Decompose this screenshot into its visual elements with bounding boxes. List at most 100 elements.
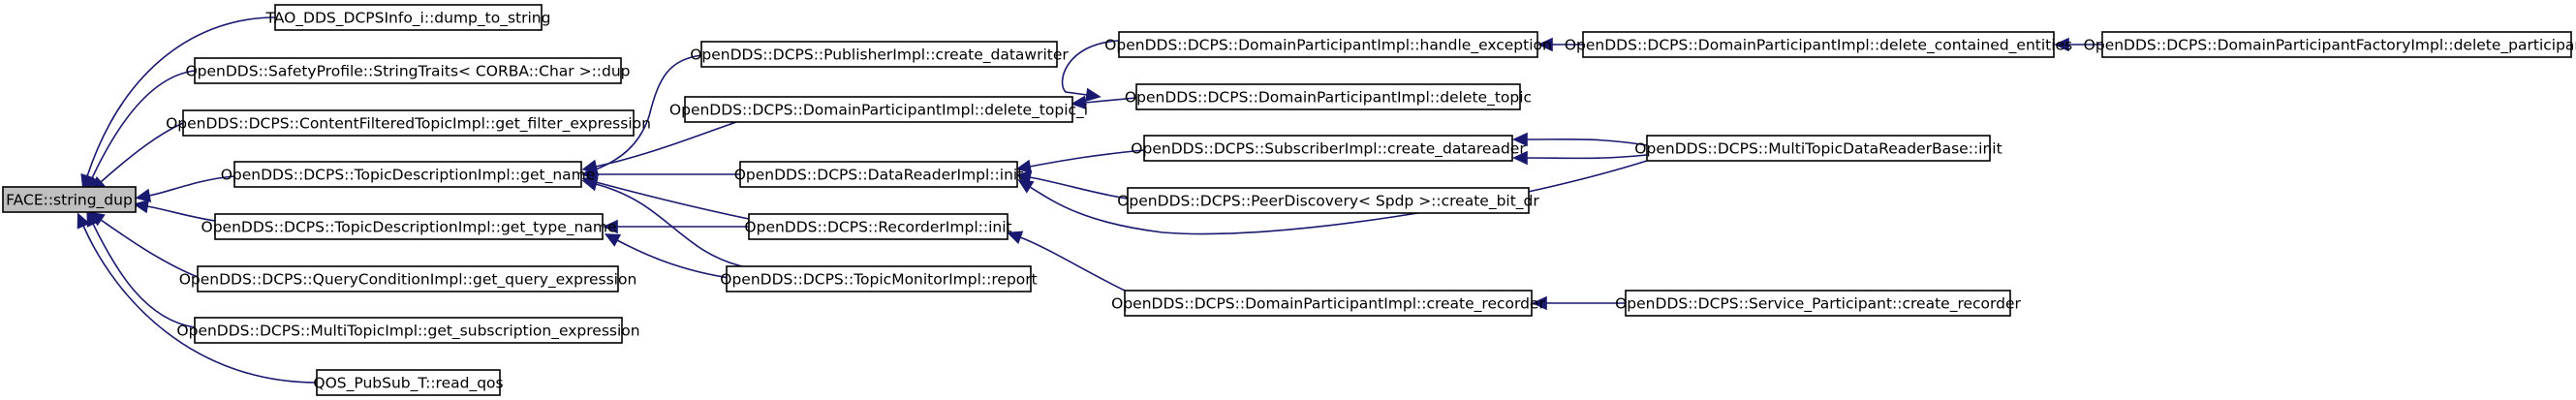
edge-n7-to-n0 <box>86 210 196 328</box>
arrowhead-icon <box>603 219 618 234</box>
node-box <box>182 109 635 137</box>
edge-n14-to-n10 <box>1061 40 1120 103</box>
graph-node[interactable]: OpenDDS::DCPS::DomainParticipantImpl::de… <box>669 96 1088 123</box>
graph-node[interactable]: OpenDDS::SafetyProfile::StringTraits< CO… <box>185 57 631 84</box>
node-box <box>1582 31 2055 58</box>
arrowhead-icon <box>1085 87 1102 103</box>
edge-line <box>146 205 216 222</box>
arrowhead-icon <box>133 199 149 214</box>
edge-line <box>595 54 702 170</box>
node-label: OpenDDS::DCPS::SubscriberImpl::create_da… <box>1131 140 1526 159</box>
node-box <box>197 265 619 292</box>
graph-node[interactable]: OpenDDS::DCPS::DomainParticipantImpl::ha… <box>1104 31 1552 58</box>
edge-line <box>1084 97 1137 104</box>
edge-line <box>92 223 196 328</box>
edge-n4-to-n0 <box>135 175 235 202</box>
edge-n20-to-n16 <box>1512 132 1648 166</box>
edge-n15-to-n10 <box>1071 95 1137 110</box>
graph-node[interactable]: OpenDDS::DCPS::RecorderImpl::init <box>744 213 1012 240</box>
edge-line <box>148 175 235 197</box>
node-box <box>194 317 623 344</box>
edge-line <box>595 121 737 168</box>
node-label: OpenDDS::DCPS::PeerDiscovery< Spdp >::cr… <box>1117 193 1539 211</box>
node-box <box>214 213 604 240</box>
node-label: OpenDDS::DCPS::DomainParticipantImpl::cr… <box>1111 295 1545 314</box>
edge-line <box>100 122 184 183</box>
node-label: OpenDDS::DCPS::TopicDescriptionImpl::get… <box>221 167 596 185</box>
graph-node[interactable]: OpenDDS::DCPS::Service_Participant::crea… <box>1615 290 2022 317</box>
graph-node[interactable]: OpenDDS::DCPS::TopicDescriptionImpl::get… <box>221 161 596 188</box>
graph-node[interactable]: OpenDDS::DCPS::PeerDiscovery< Spdp >::cr… <box>1117 187 1539 214</box>
node-box <box>194 57 622 84</box>
edge-n22-to-n19 <box>2054 37 2102 52</box>
graph-node[interactable]: OpenDDS::DCPS::MultiTopicDataReaderBase:… <box>1634 135 2002 162</box>
edge-n12-to-n4 <box>581 175 750 220</box>
node-box <box>233 161 582 188</box>
edge-n20-to-n11 <box>1017 160 1648 235</box>
node-box <box>2101 31 2572 58</box>
graph-node[interactable]: TAO_DDS_DCPSInfo_i::dump_to_string <box>265 4 551 31</box>
node-label: FACE::string_dup <box>6 192 133 210</box>
edge-n21-to-n18 <box>1532 295 1626 311</box>
edge-line <box>1029 149 1145 168</box>
graph-node[interactable]: OpenDDS::DCPS::TopicMonitorImpl::report <box>720 265 1038 292</box>
node-box <box>700 41 1058 68</box>
graph-edges <box>77 16 2102 384</box>
node-label: OpenDDS::DCPS::DataReaderImpl::init <box>734 167 1024 184</box>
node-box <box>1646 135 1991 162</box>
graph-node[interactable]: OpenDDS::DCPS::QueryConditionImpl::get_q… <box>179 265 637 292</box>
graph-node[interactable]: OpenDDS::DCPS::ContentFilteredTopicImpl:… <box>166 109 651 137</box>
arrowhead-icon <box>1015 170 1033 185</box>
graph-node[interactable]: OpenDDS::DCPS::PublisherImpl::create_dat… <box>690 41 1069 68</box>
node-box <box>316 369 501 396</box>
edge-n8-to-n0 <box>77 212 318 384</box>
edge-line <box>1526 138 1648 160</box>
edge-line <box>86 16 276 177</box>
edge-n11-to-n4 <box>581 167 740 182</box>
graph-node[interactable]: OpenDDS::DCPS::DataReaderImpl::init <box>734 161 1024 188</box>
graph-node[interactable]: QOS_PubSub_T::read_qos <box>313 369 504 396</box>
node-label: OpenDDS::DCPS::MultiTopicDataReaderBase:… <box>1634 140 2002 158</box>
node-label: OpenDDS::DCPS::DomainParticipantImpl::de… <box>669 102 1088 120</box>
node-label: OpenDDS::DCPS::MultiTopicImpl::get_subsc… <box>176 323 639 341</box>
edge-n19-to-n14 <box>1537 37 1583 52</box>
graph-node[interactable]: OpenDDS::DCPS::DomainParticipantImpl::de… <box>1565 31 2072 58</box>
arrowhead-icon <box>1532 295 1547 311</box>
edge-line <box>595 181 750 220</box>
node-label: OpenDDS::DCPS::ContentFilteredTopicImpl:… <box>166 115 651 134</box>
node-box <box>1118 31 1538 58</box>
node-box <box>1625 290 2011 317</box>
arrowhead-icon <box>77 212 90 230</box>
edge-line <box>1061 40 1120 96</box>
graph-node[interactable]: OpenDDS::DCPS::DomainParticipantFactoryI… <box>2084 31 2576 58</box>
node-box <box>1143 135 1513 162</box>
node-label: OpenDDS::DCPS::RecorderImpl::init <box>744 219 1011 236</box>
node-box <box>1124 290 1533 317</box>
graph-node[interactable]: OpenDDS::DCPS::DomainParticipantImpl::de… <box>1125 83 1532 110</box>
root-node[interactable]: FACE::string_dup <box>2 186 137 213</box>
node-label: OpenDDS::DCPS::TopicDescriptionImpl::get… <box>202 219 617 237</box>
node-label: OpenDDS::DCPS::DomainParticipantImpl::de… <box>1125 89 1532 108</box>
graph-node[interactable]: OpenDDS::DCPS::TopicDescriptionImpl::get… <box>202 213 617 240</box>
edge-line <box>595 183 747 268</box>
node-label: OpenDDS::DCPS::DomainParticipantImpl::de… <box>1565 37 2072 55</box>
arrowhead-icon <box>1015 159 1033 173</box>
node-label: OpenDDS::DCPS::Service_Participant::crea… <box>1615 295 2021 314</box>
arrowhead-icon <box>86 210 100 228</box>
graph-node[interactable]: OpenDDS::DCPS::SubscriberImpl::create_da… <box>1131 135 1526 162</box>
node-box <box>2 186 137 213</box>
node-label: OpenDDS::DCPS::PublisherImpl::create_dat… <box>690 46 1069 65</box>
node-label: TAO_DDS_DCPSInfo_i::dump_to_string <box>265 10 551 28</box>
arrowhead-icon <box>581 177 599 192</box>
graph-node[interactable]: OpenDDS::DCPS::MultiTopicImpl::get_subsc… <box>176 317 640 344</box>
edge-n17-to-n11 <box>1015 170 1129 200</box>
graph-node[interactable]: OpenDDS::DCPS::DomainParticipantImpl::cr… <box>1111 290 1545 317</box>
node-box <box>274 4 543 31</box>
edge-n5-to-n0 <box>133 199 216 222</box>
arrowhead-icon <box>1007 231 1024 245</box>
node-label: OpenDDS::DCPS::TopicMonitorImpl::report <box>720 271 1037 289</box>
node-box <box>684 96 1073 123</box>
edge-n13-to-n5 <box>604 233 737 280</box>
node-label: OpenDDS::DCPS::DomainParticipantImpl::ha… <box>1104 37 1552 55</box>
